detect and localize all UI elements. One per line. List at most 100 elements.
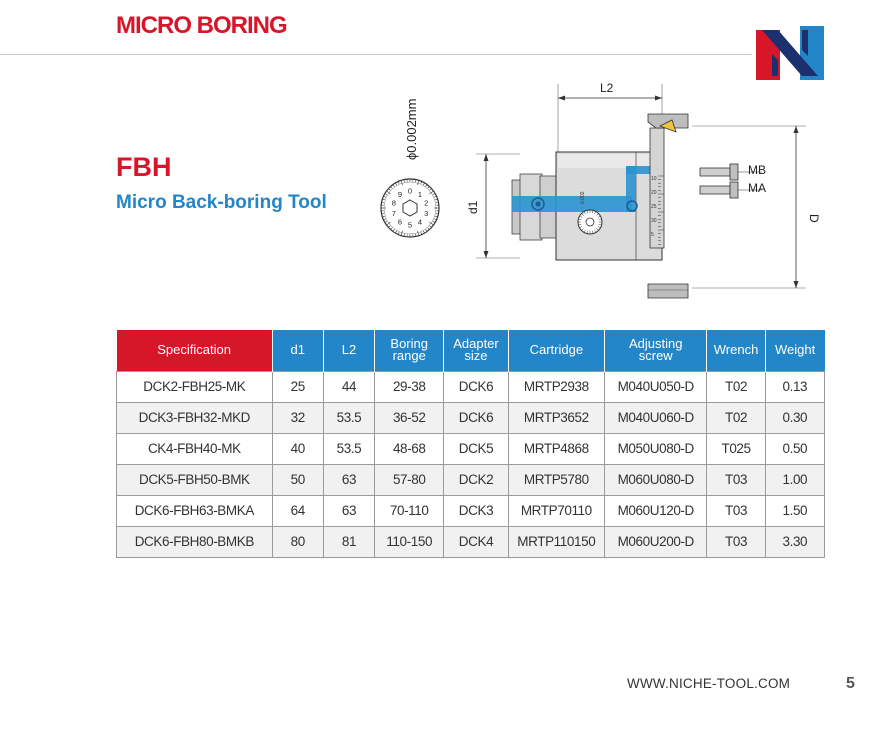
cell-adapter-size: DCK6	[443, 370, 509, 403]
cell-d1: 64	[271, 494, 324, 527]
dial-tick	[388, 188, 391, 191]
body-dial-tick	[594, 211, 597, 215]
body-dial-tick	[597, 215, 601, 218]
body-dial-tick	[578, 224, 582, 226]
cell-boring-range: 48-68	[374, 432, 445, 465]
table-row: DCK5-FBH50-BMK 50 63 57-80 DCK2 MRTP5780…	[116, 463, 826, 496]
dial-tick	[434, 195, 437, 198]
table-row: DCK6-FBH80-BMKB 80 81 110-150 DCK4 MRTP1…	[116, 525, 826, 558]
body-dial-tick	[592, 210, 594, 214]
cell-boring-range: 29-38	[374, 370, 445, 403]
dial-tick	[403, 179, 405, 183]
cell-adjusting-screw: M040U060-D	[604, 401, 708, 434]
dial-digit: 8	[392, 198, 396, 207]
dim-d-label: D	[807, 214, 821, 223]
dial-tick	[429, 188, 432, 191]
header-specification: Specification	[116, 330, 273, 371]
body-dial-tick	[598, 218, 602, 220]
page-number: 5	[846, 675, 855, 692]
dial-tick	[435, 198, 438, 201]
dim-l2-label: L2	[600, 81, 614, 95]
cell-wrench: T025	[706, 432, 766, 465]
dial-tick	[403, 233, 405, 237]
brand-logo-icon	[756, 26, 824, 80]
dial-tick	[381, 213, 385, 215]
dial-tick	[390, 186, 393, 189]
dial-digit: 0	[408, 187, 412, 196]
header-wrench: Wrench	[706, 330, 766, 371]
cell-d1: 50	[271, 463, 324, 496]
body-dial-tick	[597, 226, 601, 229]
dial-tick	[392, 184, 395, 187]
cell-wrench: T03	[706, 525, 766, 558]
header-cartridge: Cartridge	[507, 330, 605, 371]
dial-tick	[422, 230, 425, 234]
cell-specification: DCK6-FBH63-BMKA	[116, 494, 273, 527]
cell-adapter-size: DCK6	[443, 401, 509, 434]
dim-d1-label: d1	[466, 200, 480, 214]
label-mb: MB	[748, 163, 766, 177]
cartridge-scale-label: 20	[651, 190, 657, 196]
dial-tick	[383, 218, 386, 221]
body-dial-tick	[578, 218, 582, 220]
dial-digit: 4	[418, 217, 422, 226]
dial-tick	[420, 181, 423, 184]
table-row: DCK3-FBH32-MKD 32 53.5 36-52 DCK6 MRTP36…	[116, 401, 826, 434]
cell-adjusting-screw: M060U200-D	[604, 525, 708, 558]
dial-tick	[429, 225, 432, 228]
dial-tick	[425, 229, 428, 232]
cell-cartridge: MRTP5780	[507, 463, 606, 496]
cell-weight: 1.50	[764, 494, 826, 527]
cell-specification: DCK6-FBH80-BMKB	[116, 525, 273, 558]
body-dial-tick	[586, 230, 588, 234]
body-dial-tick	[581, 213, 584, 216]
cell-adjusting-screw: M050U080-D	[604, 432, 708, 465]
cell-l2: 63	[322, 463, 376, 496]
dial-tick	[422, 182, 425, 186]
cell-l2: 63	[322, 494, 376, 527]
cell-adjusting-screw: M040U050-D	[604, 370, 708, 403]
header-d1: d1	[271, 330, 324, 371]
footer-url[interactable]: WWW.NICHE-TOOL.COM	[627, 676, 791, 691]
cell-cartridge: MRTP2938	[507, 370, 606, 403]
cell-cartridge: MRTP110150	[507, 525, 606, 558]
dial-tick	[427, 186, 430, 189]
label-ma: MA	[748, 181, 766, 195]
table-row: CK4-FBH40-MK 40 53.5 48-68 DCK5 MRTP4868…	[116, 432, 826, 465]
cell-adjusting-screw: M060U080-D	[604, 463, 708, 496]
dial-tick	[417, 230, 420, 236]
cell-adapter-size: DCK4	[443, 525, 509, 558]
dial-tick	[429, 221, 434, 226]
dial-tick	[425, 184, 428, 187]
header-l2: L2	[322, 330, 375, 371]
cell-wrench: T02	[706, 370, 766, 403]
dial-tick	[432, 220, 436, 223]
dial-tick	[400, 180, 403, 186]
cell-boring-range: 36-52	[374, 401, 445, 434]
cartridge-scale-label: 10	[651, 176, 657, 182]
product-code: FBH	[116, 152, 172, 182]
cell-boring-range: 57-80	[374, 463, 445, 496]
cell-specification: CK4-FBH40-MK	[116, 432, 273, 465]
cell-wrench: T03	[706, 494, 766, 527]
body-dial-tick	[586, 210, 588, 214]
dial-tick	[415, 179, 417, 183]
cell-d1: 80	[271, 525, 324, 558]
dial-tick	[415, 233, 417, 237]
dial-tick	[417, 180, 420, 186]
dial-tick	[386, 190, 391, 195]
table-row: DCK6-FBH63-BMKA 64 63 70-110 DCK3 MRTP70…	[116, 494, 826, 527]
dial-tick	[435, 201, 439, 203]
dial-tick	[395, 182, 398, 186]
dial-tick	[383, 195, 386, 198]
dial-digit: 5	[408, 221, 412, 230]
body-dial-tick	[579, 226, 583, 229]
dial-tick	[390, 227, 393, 230]
cell-cartridge: MRTP70110	[507, 494, 606, 527]
dial-tick	[381, 201, 385, 203]
